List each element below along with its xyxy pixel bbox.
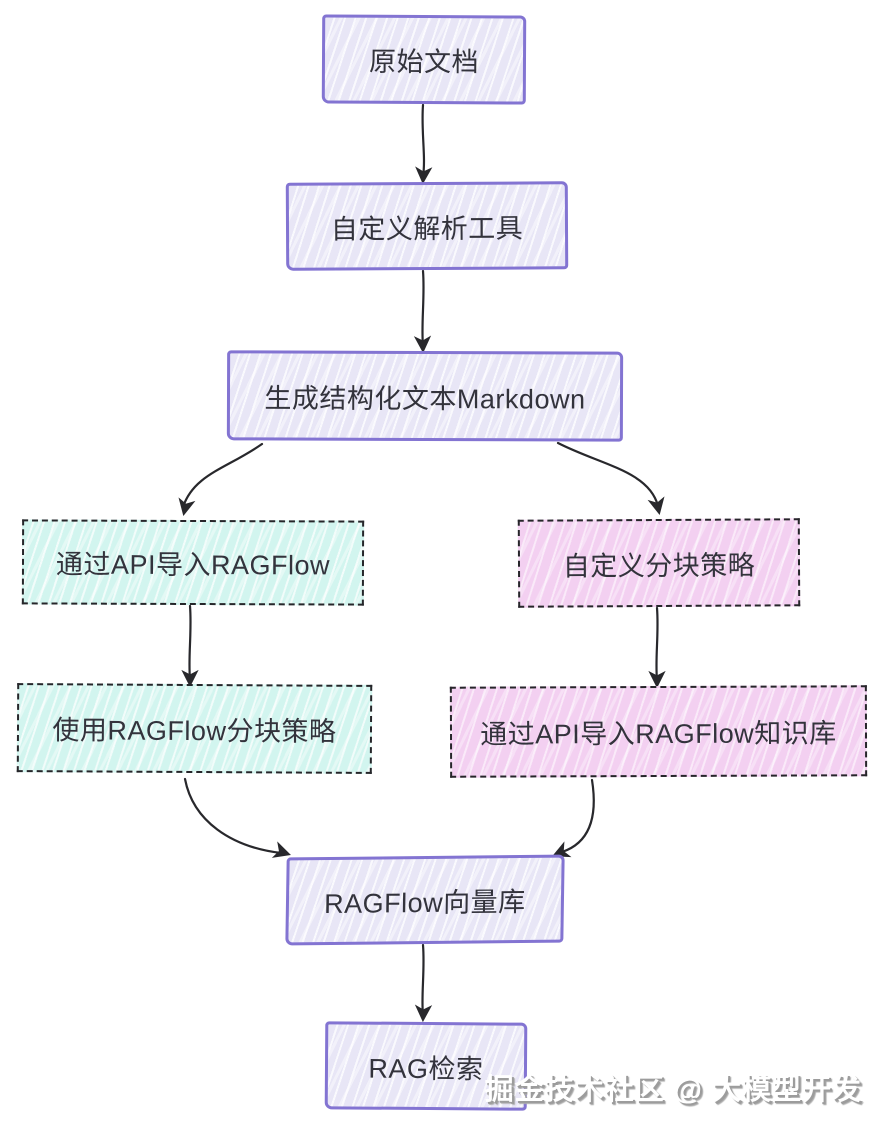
node-custom-parser-label: 自定义解析工具: [330, 212, 524, 245]
node-custom-parser: 自定义解析工具: [285, 181, 569, 271]
node-custom-chunk-strategy: 自定义分块策略: [517, 518, 801, 608]
node-markdown-output: 生成结构化文本Markdown: [226, 350, 624, 442]
node-markdown-output-label: 生成结构化文本Markdown: [264, 382, 586, 415]
arrow-vector-store-to-rag: [414, 943, 433, 1023]
node-original-doc: 原始文档: [321, 14, 527, 105]
node-rag-retrieval-label: RAG检索: [368, 1053, 484, 1084]
arrow-markdown-to-chunk-strategy: [556, 441, 665, 516]
node-ragflow-vector-store-label: RAGFlow向量库: [323, 886, 526, 919]
arrow-markdown-to-api-import: [178, 442, 264, 517]
arrow-api-import-to-ragflow-chunk: [181, 604, 199, 688]
node-api-import-ragflow-label: 通过API导入RAGFlow: [55, 549, 331, 581]
node-ragflow-vector-store: RAGFlow向量库: [285, 854, 565, 946]
node-original-doc-label: 原始文档: [368, 46, 480, 78]
arrow-parser-to-markdown: [413, 269, 432, 354]
node-api-import-knowledge-base-label: 通过API导入RAGFlow知识库: [480, 718, 837, 750]
arrow-original-to-parser: [415, 103, 433, 185]
arrow-api-kb-to-vector-store: [552, 778, 595, 858]
node-api-import-knowledge-base: 通过API导入RAGFlow知识库: [449, 685, 868, 778]
node-api-import-ragflow: 通过API导入RAGFlow: [21, 519, 365, 606]
node-custom-chunk-strategy-label: 自定义分块策略: [562, 549, 756, 582]
arrow-chunk-strategy-to-api-kb: [648, 606, 666, 689]
node-ragflow-chunk-strategy-label: 使用RAGFlow分块策略: [52, 715, 337, 747]
watermark: 掘金技术社区 @ 大模型开发: [484, 1074, 862, 1106]
node-ragflow-chunk-strategy: 使用RAGFlow分块策略: [16, 683, 373, 774]
arrow-ragflow-chunk-to-vector-store: [183, 777, 291, 858]
